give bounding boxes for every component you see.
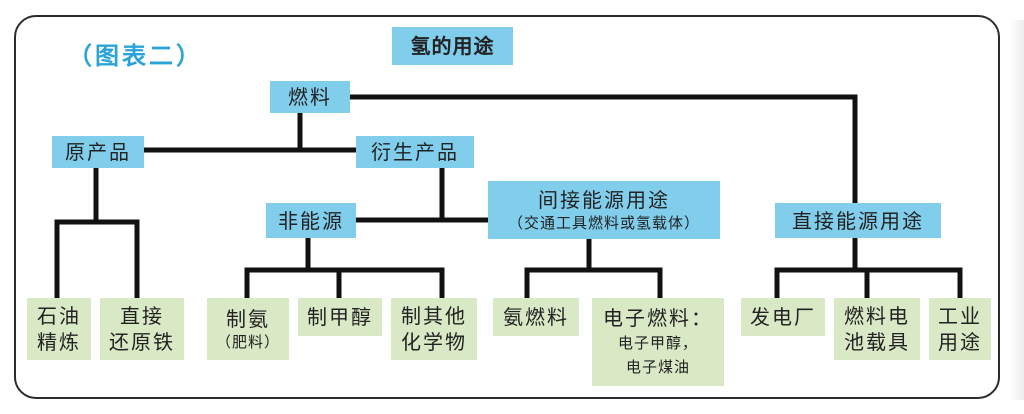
node-fuel: 燃料 (270, 81, 350, 113)
leaf-ammonia-fuel: 氨燃料 (493, 298, 579, 336)
figure-label: （图表二） (68, 42, 203, 70)
node-derivative-label: 衍生产品 (371, 140, 459, 164)
leaf-fuel-cell-vehicle: 燃料电 池载具 (834, 298, 920, 360)
leaf-oil-line1: 石油 (37, 304, 81, 328)
node-indirect-label: 间接能源用途 (538, 188, 670, 212)
leaf-industrial-use: 工业 用途 (929, 298, 991, 360)
leaf-industrial-line2: 用途 (938, 330, 982, 354)
diagram-title: 氢的用途 (392, 27, 513, 65)
leaf-otherchem-line2: 化学物 (401, 330, 467, 354)
leaf-methanol: 制甲醇 (298, 298, 382, 336)
leaf-dri-line1: 直接 (120, 304, 164, 328)
node-direct-energy: 直接能源用途 (775, 203, 941, 238)
leaf-other-chemicals: 制其他 化学物 (391, 298, 477, 360)
leaf-ammonia: 制氨 （肥料） (207, 298, 289, 360)
leaf-powerplant-label: 发电厂 (750, 305, 816, 329)
node-raw-products: 原产品 (52, 136, 144, 168)
node-non-energy: 非能源 (266, 203, 356, 238)
leaf-efuel-line3: 电子煤油 (625, 358, 690, 376)
leaf-power-plant: 发电厂 (741, 298, 825, 336)
leaf-methanol-label: 制甲醇 (307, 305, 373, 329)
leaf-ammoniafuel-label: 氨燃料 (503, 305, 569, 329)
leaf-fuelcell-line2: 池载具 (844, 330, 910, 354)
leaf-oil-line2: 精炼 (37, 330, 81, 354)
leaf-dri-line2: 还原铁 (109, 330, 175, 354)
leaf-oil-refining: 石油 精炼 (27, 298, 91, 360)
leaf-fuelcell-line1: 燃料电 (844, 304, 910, 328)
node-non-energy-label: 非能源 (278, 208, 344, 233)
node-indirect-sublabel: （交通工具燃料或氢载体） (507, 214, 700, 232)
node-fuel-label: 燃料 (288, 85, 332, 109)
line-fuel-to-direct (347, 94, 858, 209)
title-text: 氢的用途 (410, 34, 495, 58)
node-indirect-energy: 间接能源用途 （交通工具燃料或氢载体） (488, 181, 720, 239)
leaf-efuel-line2: 电子甲醇， (617, 334, 698, 352)
node-derivative-products: 衍生产品 (356, 136, 474, 168)
leaf-otherchem-line1: 制其他 (401, 304, 467, 328)
leaf-efuel-line1: 电子燃料： (603, 306, 713, 330)
leaf-efuel: 电子燃料： 电子甲醇， 电子煤油 (592, 298, 724, 386)
leaf-ammonia-line2: （肥料） (215, 333, 280, 351)
leaf-ammonia-line1: 制氨 (226, 307, 270, 331)
page-edge-shadow (1010, 20, 1024, 400)
node-direct-label: 直接能源用途 (792, 208, 924, 233)
leaf-direct-reduction: 直接 还原铁 (100, 298, 184, 360)
leaf-industrial-line1: 工业 (938, 304, 982, 328)
node-raw-label: 原产品 (65, 140, 131, 164)
